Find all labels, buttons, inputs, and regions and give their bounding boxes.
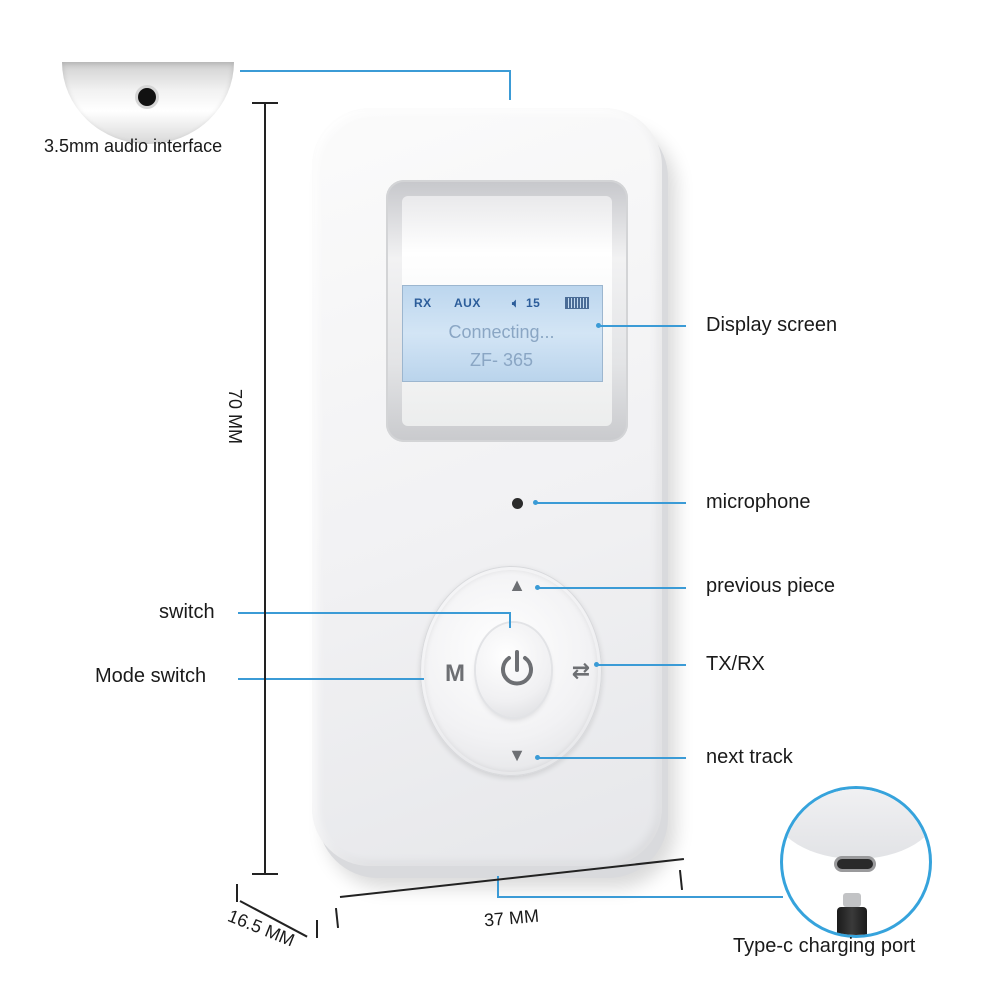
callout-dot-txrx <box>594 662 599 667</box>
callout-line-typec-drop <box>497 876 499 898</box>
callout-dot-next <box>535 755 540 760</box>
callout-line-mode <box>238 678 424 680</box>
callout-dot-prev <box>535 585 540 590</box>
type-c-port-inset <box>780 786 932 938</box>
callout-line-txrx <box>598 664 686 666</box>
next-button[interactable]: ▼ <box>508 745 526 765</box>
speaker-icon: 🔈︎ <box>512 296 520 310</box>
lcd-display <box>402 285 603 382</box>
height-dimension-line <box>264 102 266 874</box>
type-c-label: Type-c charging port <box>733 935 916 957</box>
type-c-plug <box>843 893 861 907</box>
callout-line-mic <box>537 502 686 504</box>
next-track-label: next track <box>706 746 793 768</box>
lcd-status-line: Connecting... <box>448 322 555 342</box>
previous-button[interactable]: ▲ <box>508 575 526 595</box>
power-button[interactable] <box>476 623 551 717</box>
lcd-status-bar: RX AUX 🔈︎ 15 <box>414 296 594 312</box>
width-dimension-label: 37 MM <box>483 905 540 931</box>
power-icon <box>501 650 533 686</box>
type-c-cable <box>837 907 867 935</box>
mode-button[interactable]: M <box>445 660 465 687</box>
tx-rx-label: TX/RX <box>706 653 765 675</box>
width-dimension-cap-right <box>678 869 684 891</box>
audio-jack-hole <box>138 88 156 106</box>
callout-dot-mic <box>533 500 538 505</box>
callout-line-audio-drop <box>509 70 511 100</box>
callout-line-typec <box>497 896 783 898</box>
lcd-volume: 15 <box>526 296 541 310</box>
width-dimension-cap-left <box>334 907 340 929</box>
switch-label: switch <box>159 601 215 623</box>
depth-dimension-cap-left <box>236 884 238 902</box>
height-dimension-label: 70 MM <box>225 388 246 445</box>
lcd-source: AUX <box>454 296 481 310</box>
lcd-device-name: ZF- 365 <box>469 350 534 370</box>
height-dimension-cap-top <box>252 102 278 104</box>
depth-dimension-cap-right <box>316 920 318 938</box>
previous-piece-label: previous piece <box>706 575 835 597</box>
mode-switch-label: Mode switch <box>95 665 207 687</box>
microphone-hole <box>512 498 523 509</box>
lcd-mode: RX <box>414 296 432 310</box>
callout-line-next <box>539 757 686 759</box>
microphone-label: microphone <box>706 491 811 513</box>
callout-line-audio <box>240 70 510 72</box>
callout-line-display <box>600 325 686 327</box>
battery-icon <box>565 297 589 309</box>
inset-device-bottom <box>783 789 929 859</box>
callout-line-switch <box>238 612 510 614</box>
height-dimension-cap-bottom <box>252 873 278 875</box>
callout-line-prev <box>539 587 686 589</box>
display-screen-label: Display screen <box>706 314 838 336</box>
callout-dot-display <box>596 323 601 328</box>
audio-interface-label: 3.5mm audio interface <box>44 136 223 156</box>
type-c-port <box>837 859 873 869</box>
txrx-button[interactable]: ⇄ <box>571 658 591 683</box>
callout-line-switch-drop <box>509 612 511 628</box>
